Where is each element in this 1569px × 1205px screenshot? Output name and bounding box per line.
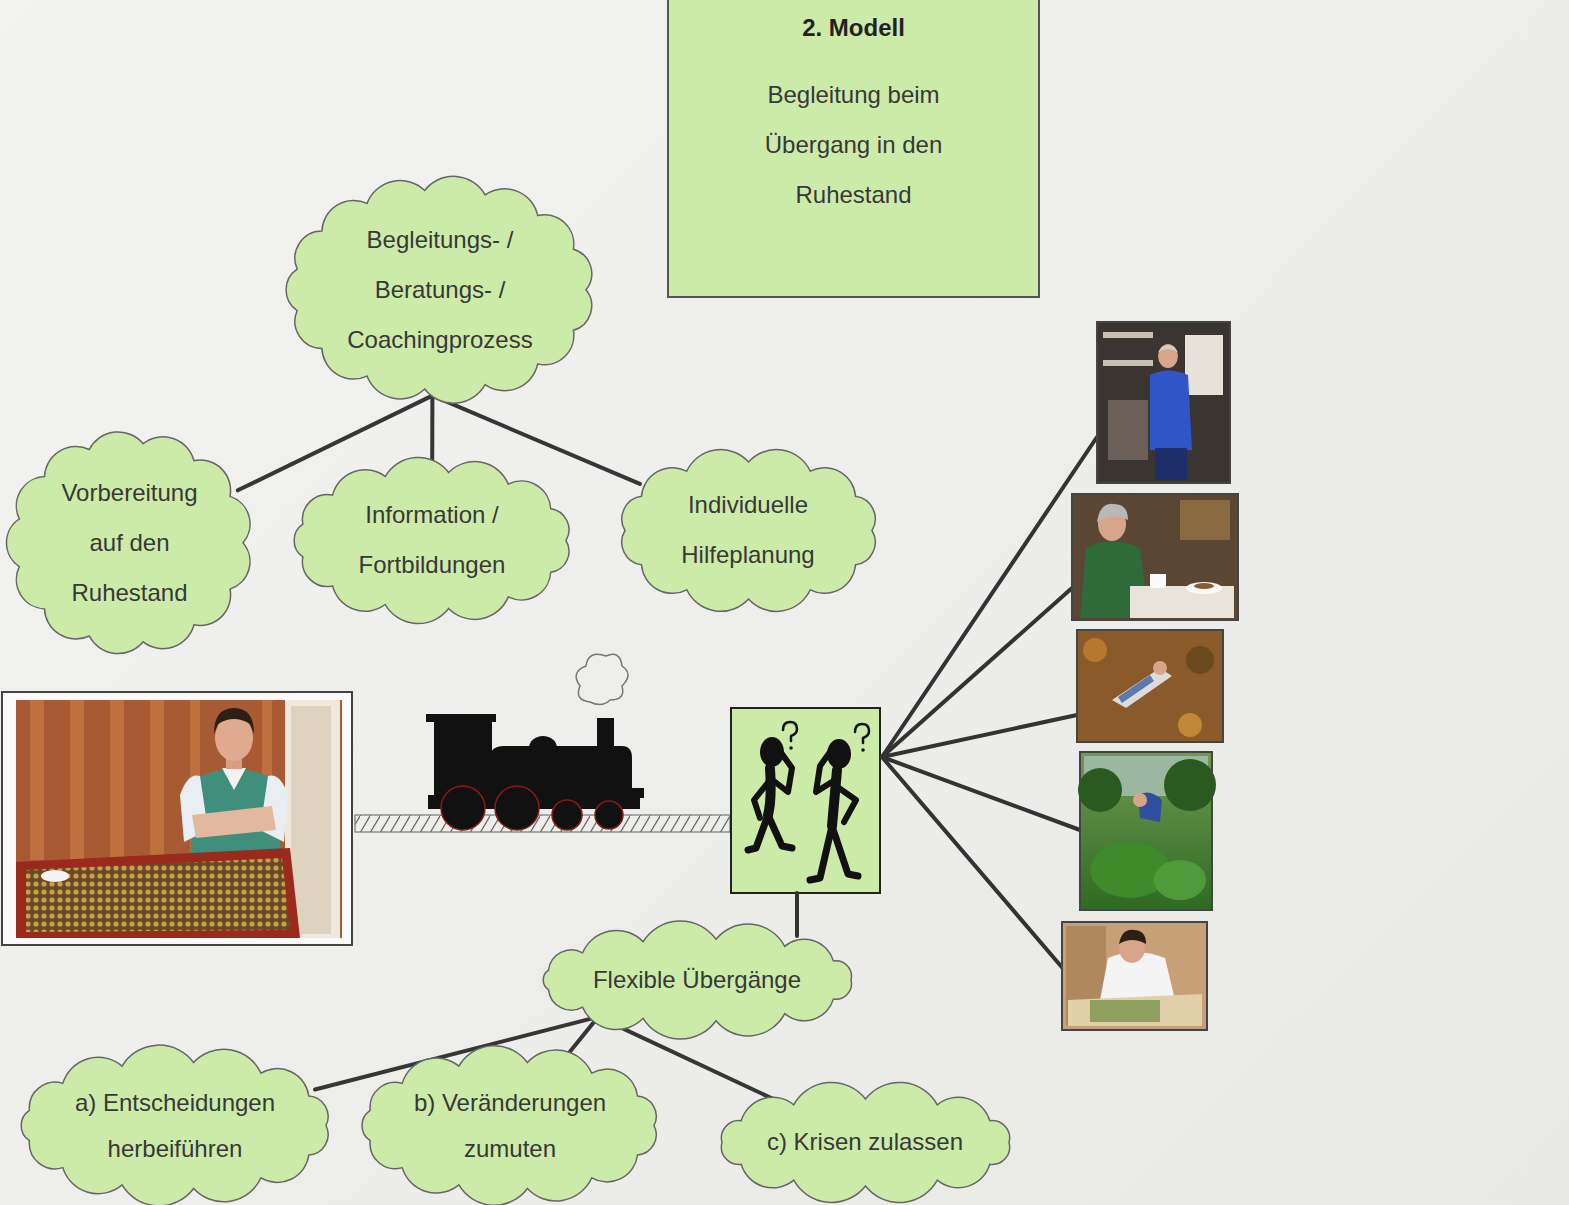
connector-line bbox=[430, 396, 434, 462]
node-content: 2. ModellBegleitung beim Übergang in den… bbox=[744, 0, 964, 220]
cloud-node: Individuelle Hilfeplanung bbox=[611, 448, 886, 613]
node-label: Begleitung beim Übergang in den Ruhestan… bbox=[744, 70, 964, 220]
cloud-node: Vorbereitung auf den Ruhestand bbox=[2, 429, 257, 657]
node-content: Information / Fortbildungen bbox=[342, 490, 522, 590]
cloud-node: b) Veränderungen zumuten bbox=[352, 1048, 668, 1203]
cloud-shape bbox=[611, 448, 886, 613]
node-content: Begleitungs- / Beratungs- / Coachingproz… bbox=[333, 215, 548, 365]
cloud-node: Flexible Übergänge bbox=[530, 925, 865, 1035]
node-label: Begleitungs- / Beratungs- / Coachingproz… bbox=[333, 215, 548, 365]
photo-puzzle bbox=[1062, 922, 1207, 1030]
node-content: a) Entscheidungen herbeiführen bbox=[60, 1080, 290, 1172]
node-label: b) Veränderungen zumuten bbox=[400, 1080, 620, 1172]
cloud-node: Begleitungs- / Beratungs- / Coachingproz… bbox=[280, 176, 600, 404]
cloud-shape bbox=[11, 1048, 340, 1203]
node-label: a) Entscheidungen herbeiführen bbox=[60, 1080, 290, 1172]
node-content: Vorbereitung auf den Ruhestand bbox=[50, 468, 210, 618]
cloud-shape bbox=[352, 1048, 668, 1203]
node-label: Flexible Übergänge bbox=[593, 955, 801, 1005]
figures-symbol bbox=[731, 708, 880, 893]
photo-kitchen bbox=[1097, 322, 1230, 483]
photo-workshop bbox=[2, 692, 352, 945]
node-label: Vorbereitung auf den Ruhestand bbox=[50, 468, 210, 618]
train-symbol bbox=[355, 654, 730, 832]
node-label: Individuelle Hilfeplanung bbox=[668, 480, 828, 580]
box-heading: 2. Modell bbox=[802, 8, 905, 48]
photo-deckchair bbox=[1077, 630, 1223, 742]
node-content: c) Krisen zulassen bbox=[767, 1119, 963, 1165]
node-content: b) Veränderungen zumuten bbox=[400, 1080, 620, 1172]
connector-line bbox=[566, 1017, 599, 1057]
title-box: 2. ModellBegleitung beim Übergang in den… bbox=[667, 0, 1040, 298]
photo-garden bbox=[1078, 752, 1216, 910]
photo-coffee bbox=[1072, 494, 1238, 620]
node-label: Information / Fortbildungen bbox=[342, 490, 522, 590]
node-content: Flexible Übergänge bbox=[593, 955, 801, 1005]
cloud-node: Information / Fortbildungen bbox=[285, 458, 580, 623]
node-content: Individuelle Hilfeplanung bbox=[668, 480, 828, 580]
cloud-node: c) Krisen zulassen bbox=[708, 1085, 1023, 1200]
node-label: c) Krisen zulassen bbox=[767, 1119, 963, 1165]
cloud-shape bbox=[285, 458, 580, 623]
cloud-node: a) Entscheidungen herbeiführen bbox=[11, 1048, 340, 1203]
